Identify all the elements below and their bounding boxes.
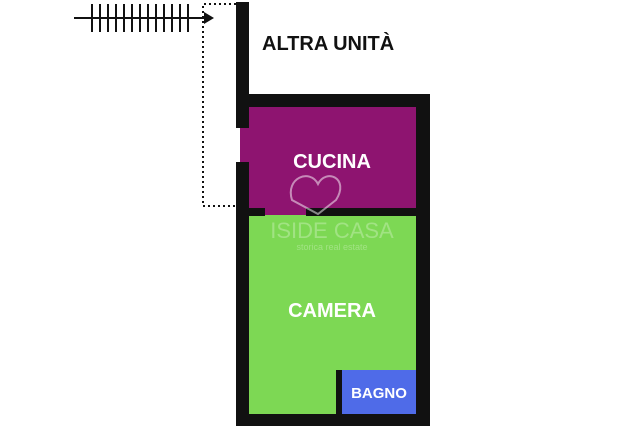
balcony-outline [202, 3, 236, 207]
walls [236, 2, 430, 426]
stair-arrow-icon [74, 4, 214, 32]
watermark-tagline: storica real estate [296, 242, 367, 252]
bathroom-label: BAGNO [351, 385, 407, 402]
kitchen-room [240, 100, 420, 215]
watermark-logo: ISIDE CASA storica real estate [270, 175, 394, 252]
watermark-brand: ISIDE CASA [270, 218, 394, 243]
other-unit-label: ALTRA UNITÀ [262, 32, 394, 55]
bathroom-room [340, 370, 416, 414]
kitchen-label: CUCINA [293, 151, 371, 173]
bedroom-label: CAMERA [288, 300, 376, 322]
